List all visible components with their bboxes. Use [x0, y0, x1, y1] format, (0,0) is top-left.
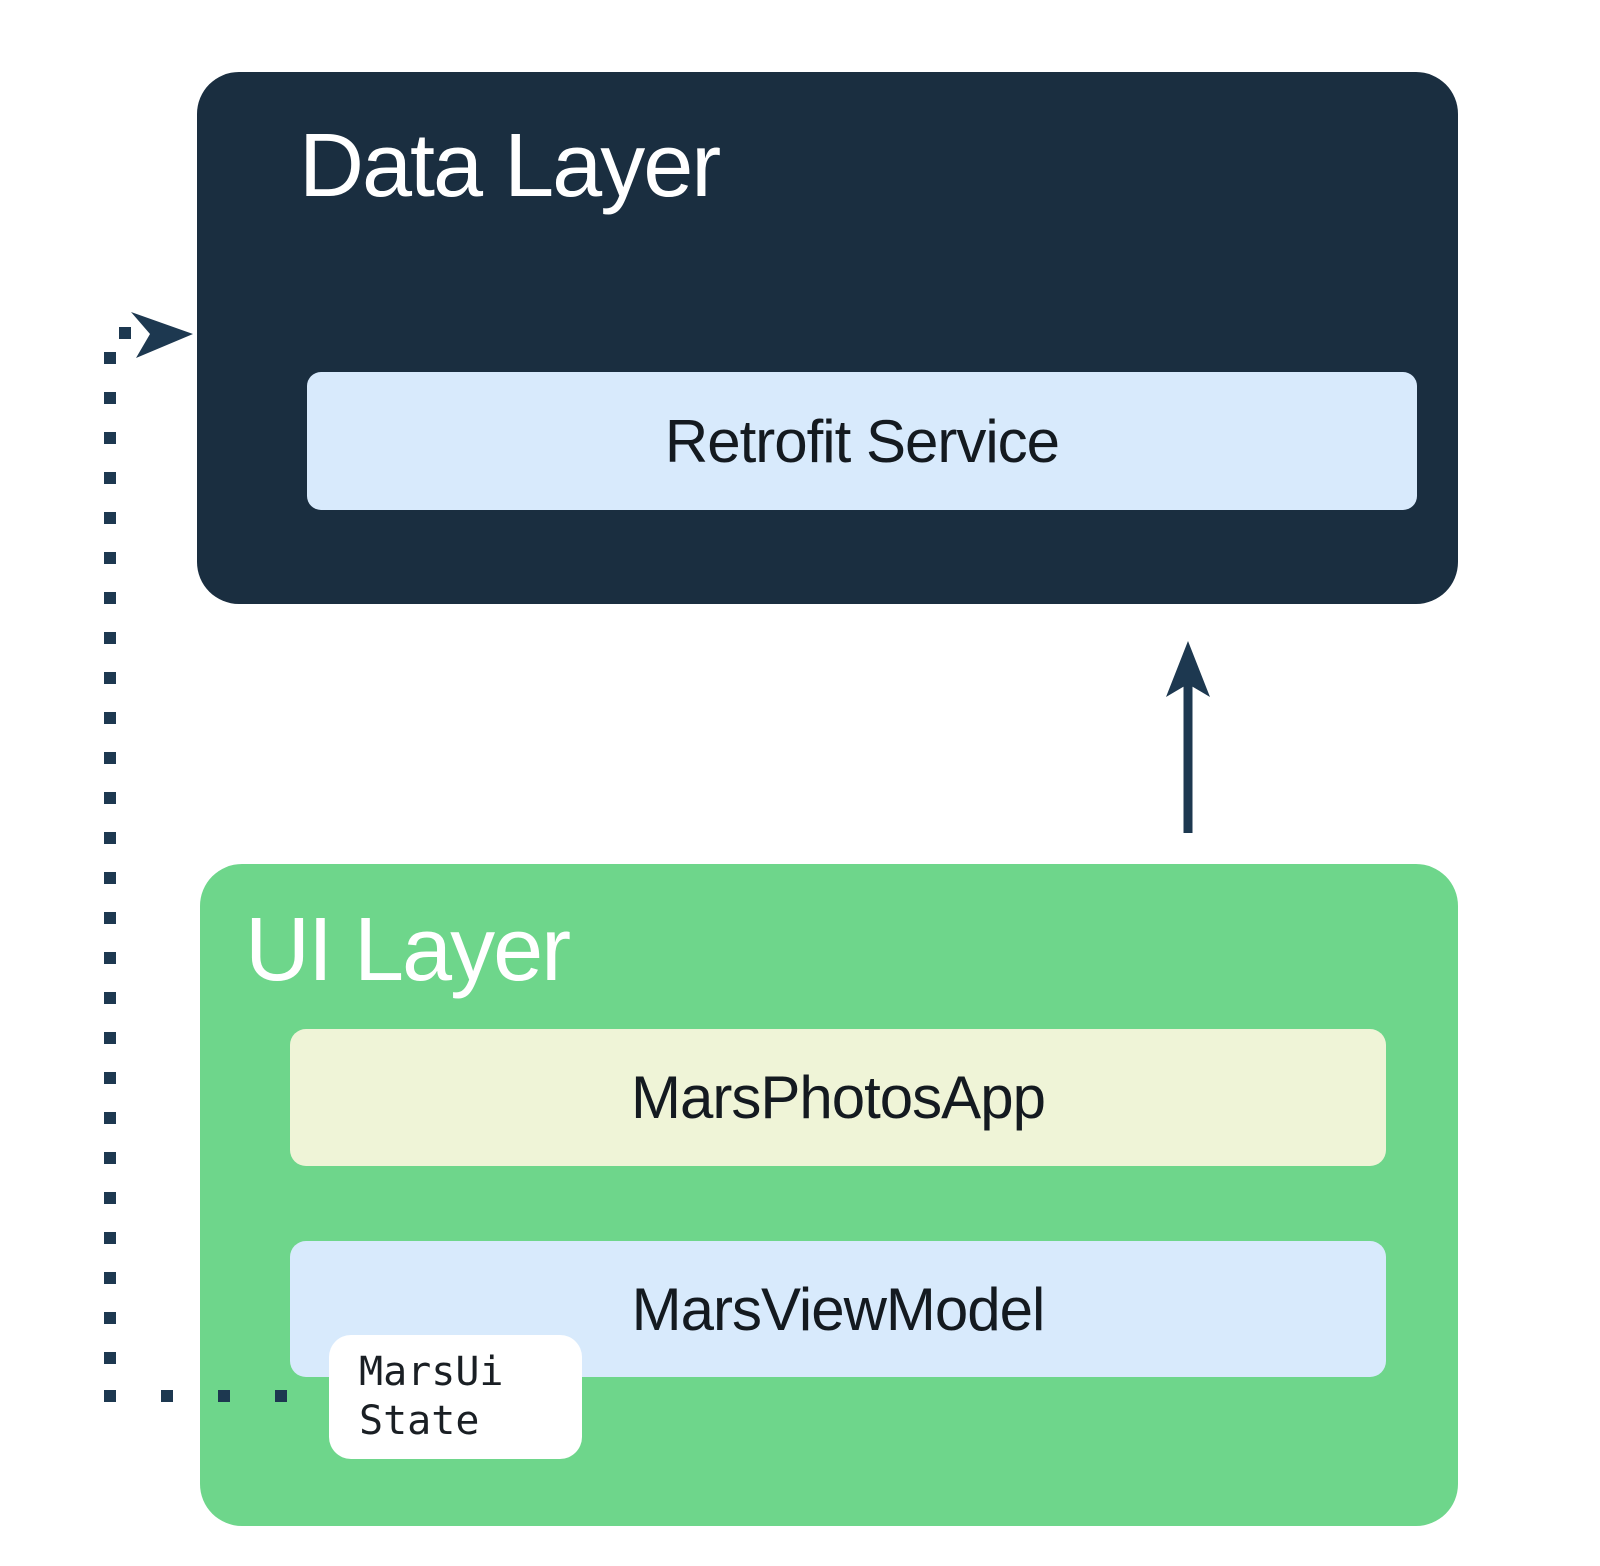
retrofit-service-box: Retrofit Service [307, 372, 1417, 510]
mars-photos-app-label: MarsPhotosApp [631, 1064, 1046, 1131]
dotted-line-vertical [104, 352, 116, 1396]
mars-ui-state-line1: MarsUi [359, 1349, 504, 1395]
data-layer-title: Data Layer [299, 116, 721, 216]
mars-view-model-label: MarsViewModel [631, 1275, 1046, 1343]
mars-ui-state-badge: MarsUi State [329, 1335, 582, 1459]
mars-ui-state-line2: State [359, 1398, 480, 1444]
retrofit-service-label: Retrofit Service [664, 407, 1060, 475]
mars-photos-app-box: MarsPhotosApp [290, 1029, 1386, 1166]
ui-layer-title: UI Layer [245, 900, 571, 1000]
dotted-line-corner-dot [119, 327, 131, 339]
dotted-line-horizontal [104, 1390, 330, 1402]
dotted-arrowhead-icon [131, 312, 193, 358]
up-arrow-icon [1166, 641, 1210, 833]
data-layer-box: Data Layer Retrofit Service [197, 72, 1458, 604]
